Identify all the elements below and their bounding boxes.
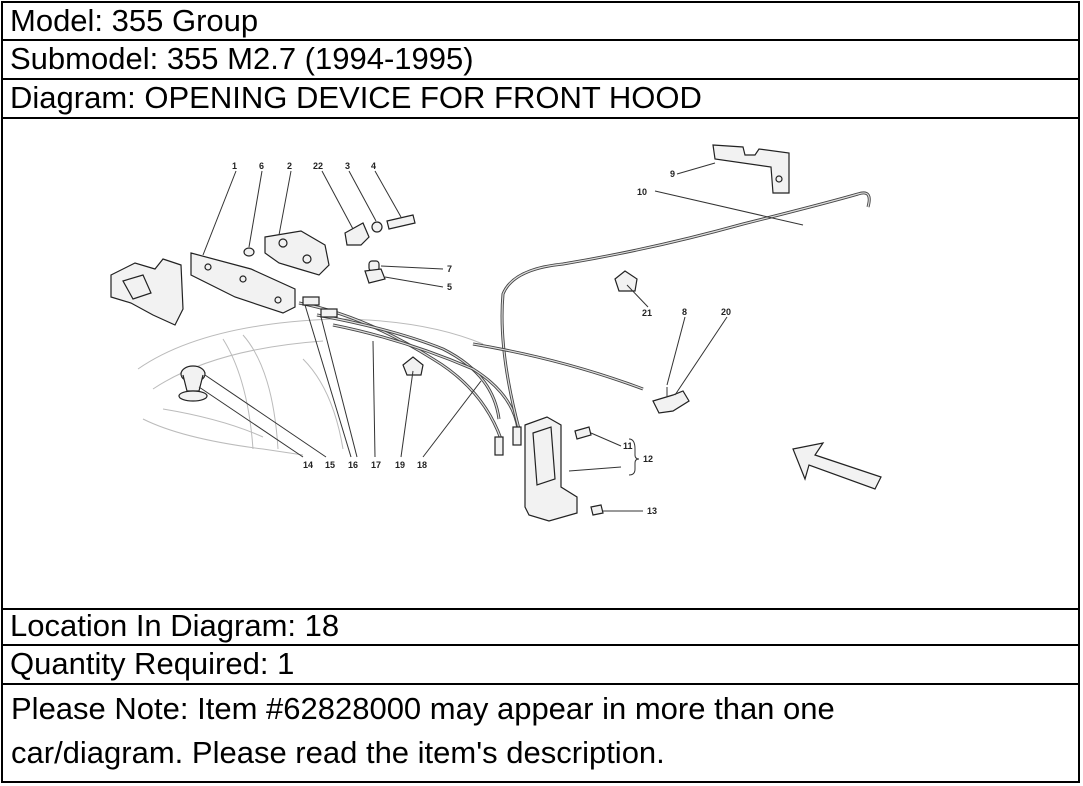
callout-17: 17 [371, 460, 381, 470]
callout-1: 1 [232, 161, 237, 171]
model-line: Model: 355 Group [3, 3, 1078, 41]
callout-16: 16 [348, 460, 358, 470]
diagram-title-line: Diagram: OPENING DEVICE FOR FRONT HOOD [3, 80, 1078, 119]
parts-diagram: 1 6 2 22 3 4 7 5 9 10 21 8 20 11 12 13 1… [3, 119, 1078, 610]
callout-18: 18 [417, 460, 427, 470]
callout-15: 15 [325, 460, 335, 470]
callout-2: 2 [287, 161, 292, 171]
direction-arrow [792, 442, 882, 490]
location-line: Location In Diagram: 18 [3, 608, 1078, 646]
callout-6: 6 [259, 161, 264, 171]
callout-7: 7 [447, 264, 452, 274]
callout-20: 20 [721, 307, 731, 317]
callout-12: 12 [643, 454, 653, 464]
callout-leaders [198, 162, 804, 512]
note-line-2: car/diagram. Please read the item's desc… [11, 735, 665, 770]
note-text: Please Note: Item #62828000 may appear i… [3, 685, 1078, 781]
callout-11: 11 [623, 441, 633, 451]
release-handle [652, 387, 690, 414]
callout-3: 3 [345, 161, 350, 171]
callout-22: 22 [313, 161, 323, 171]
callout-10: 10 [637, 187, 647, 197]
callout-21: 21 [642, 308, 652, 318]
callout-13: 13 [647, 506, 657, 516]
callout-9: 9 [670, 169, 675, 179]
parts-diagram-drawing: 1 6 2 22 3 4 7 5 9 10 21 8 20 11 12 13 1… [110, 144, 882, 522]
callout-19: 19 [395, 460, 405, 470]
callout-4: 4 [371, 161, 376, 171]
submodel-line: Submodel: 355 M2.7 (1994-1995) [3, 41, 1078, 80]
quantity-line: Quantity Required: 1 [3, 646, 1078, 685]
cable-bracket [712, 144, 790, 194]
callout-5: 5 [447, 282, 452, 292]
latch-assembly [110, 214, 416, 402]
note-line-1: Please Note: Item #62828000 may appear i… [11, 691, 835, 726]
release-cables [298, 191, 871, 456]
callout-labels: 1 6 2 22 3 4 7 5 9 10 21 8 20 11 12 13 1… [232, 161, 731, 516]
callout-14: 14 [303, 460, 313, 470]
callout-8: 8 [682, 307, 687, 317]
lever-housing [524, 416, 604, 522]
